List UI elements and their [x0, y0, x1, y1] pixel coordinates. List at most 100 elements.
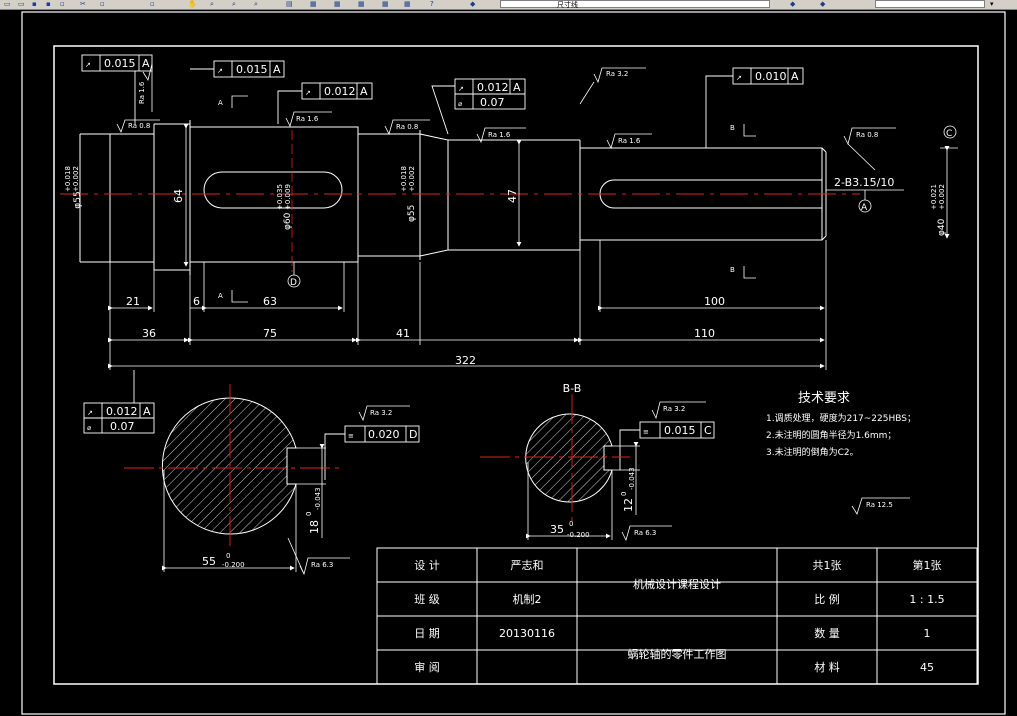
tb-design-label: 设 计: [414, 559, 440, 572]
sec2-width-tol: 0: [569, 520, 573, 528]
svg-text:↗: ↗: [458, 85, 464, 93]
dim-phi60-tol-low: +0.009: [284, 184, 292, 210]
tolerance-symbols: ↗↗↗ ↗⌀↗ ↗⌀ ≡≡: [85, 61, 742, 440]
dim-75: 75: [263, 327, 277, 340]
tb-class-label: 班 级: [414, 593, 440, 606]
tech-line-2: 2.未注明的圆角半径为1.6mm；: [766, 429, 896, 441]
tb-material-value: 45: [920, 661, 934, 674]
sec1-depth-tol: 0: [305, 512, 313, 516]
svg-text:↗: ↗: [217, 67, 223, 75]
datum-a: A: [861, 203, 868, 213]
sec2-width-tol2: -0.200: [567, 531, 590, 539]
section-a-top: A: [218, 99, 223, 107]
preview-icon[interactable]: ▫: [60, 0, 65, 8]
open-icon[interactable]: ▭: [18, 0, 25, 8]
save-icon[interactable]: ▪: [32, 0, 37, 8]
tb-date-label: 日 期: [414, 627, 440, 640]
rough-10: Ra 6.3: [311, 561, 333, 569]
paste-icon[interactable]: ▫: [150, 0, 155, 8]
section-b-bottom: B: [730, 266, 735, 274]
datum-symbols: [287, 125, 958, 288]
dim-47: 47: [506, 189, 519, 203]
markup-icon[interactable]: ▦: [382, 0, 389, 8]
layer-icon[interactable]: ◆: [470, 0, 476, 8]
datum-c: C: [946, 129, 952, 139]
new-icon[interactable]: ▭: [4, 0, 11, 8]
rough-1: Ra 1.6: [138, 81, 146, 104]
svg-text:↗: ↗: [736, 74, 742, 82]
copy-icon[interactable]: ▫: [100, 0, 105, 8]
tol8-value: 0.015: [664, 424, 696, 437]
dim-phi55-left: φ55: [73, 191, 83, 208]
dim-41: 41: [396, 327, 410, 340]
dim-36: 36: [142, 327, 156, 340]
rough-8: Ra 0.8: [856, 131, 878, 139]
svg-text:⌀: ⌀: [87, 424, 91, 432]
tolerance-frames: [81, 54, 804, 480]
layer-name: 尺寸线: [557, 1, 578, 9]
properties-icon[interactable]: ▤: [286, 0, 293, 8]
tb-class-value: 机制2: [513, 592, 542, 606]
color-dropdown[interactable]: [875, 0, 985, 8]
tol1-value: 0.015: [104, 57, 136, 70]
tol8-ref: C: [704, 424, 712, 437]
roughness-symbols: [116, 63, 910, 576]
toolbar: ▭ ▭ ▪ ▪ ▫ ✂ ▫ ▫ ✋ ⌕ ⌕ ⌕ ▤ ▦ ▦ ▦ ▦ ▦ ? ◆ …: [0, 0, 1017, 10]
diameter-dims: [183, 124, 950, 267]
zoom-window-icon[interactable]: ⌕: [232, 0, 236, 8]
tol4b-value: 0.07: [480, 96, 505, 109]
design-center-icon[interactable]: ▦: [310, 0, 317, 8]
dim-phi40-tol-up: +0.021: [930, 184, 938, 210]
dim-phi55-left-tol-up: +0.018: [64, 166, 72, 192]
calculator-icon[interactable]: ▦: [404, 0, 411, 8]
rough-3: Ra 1.6: [296, 115, 319, 123]
rough-4: Ra 0.8: [396, 123, 418, 131]
dim-322: 322: [455, 354, 476, 367]
rough-7: Ra 1.6: [618, 137, 641, 145]
zoom-realtime-icon[interactable]: ⌕: [210, 0, 214, 8]
pan-icon[interactable]: ✋: [188, 0, 197, 8]
tb-scale-value: 1 : 1.5: [909, 593, 944, 606]
svg-text:≡: ≡: [643, 428, 649, 436]
tb-qty-label: 数 量: [814, 627, 840, 640]
print-icon[interactable]: ▪: [46, 0, 51, 8]
tol1-ref: A: [142, 57, 150, 70]
tb-designer: 严志和: [511, 559, 544, 572]
tol7-value: 0.020: [368, 428, 400, 441]
layer-dropdown[interactable]: 尺寸线: [500, 0, 770, 9]
tool-palettes-icon[interactable]: ▦: [334, 0, 341, 8]
rough-13: Ra 12.5: [866, 501, 893, 509]
dim-6: 6: [193, 295, 200, 308]
svg-text:↗: ↗: [85, 61, 91, 69]
sec1-width-tol2: -0.200: [222, 561, 245, 569]
help-icon[interactable]: ?: [430, 0, 434, 8]
paper-border: [21, 11, 1006, 715]
layer-state-icon[interactable]: ◆: [790, 0, 796, 8]
drawing-canvas[interactable]: 64 47 φ55 +0.018 +0.002 φ60 +0.035 +0.00…: [0, 10, 1017, 716]
zoom-previous-icon[interactable]: ⌕: [254, 0, 258, 8]
linetype-icon[interactable]: ▾: [990, 0, 994, 8]
sec1-depth: 18: [308, 520, 321, 534]
sheet-set-icon[interactable]: ▦: [358, 0, 365, 8]
tb-sheet-no: 第1张: [913, 558, 942, 572]
tb-material-label: 材 料: [814, 660, 840, 674]
dim-phi55-right-tol-low: +0.002: [408, 166, 416, 192]
rough-11: Ra 3.2: [663, 405, 685, 413]
sec1-width-tol: 0: [226, 552, 230, 560]
cut-icon[interactable]: ✂: [80, 0, 86, 8]
section-a-view: [124, 384, 342, 572]
tb-part-name: 蜗轮轴的零件工作图: [628, 647, 727, 661]
sec2-depth-tol: 0: [620, 492, 628, 496]
dim-phi40: φ40: [937, 218, 947, 236]
rough-6: Ra 3.2: [606, 70, 628, 78]
dim-phi60: φ60: [283, 212, 293, 230]
tol7-ref: D: [409, 428, 417, 441]
svg-text:↗: ↗: [87, 409, 93, 417]
section-marks: [231, 95, 756, 303]
color-icon[interactable]: ◆: [820, 0, 826, 8]
dim-phi60-tol-up: +0.035: [276, 184, 284, 210]
dim-100: 100: [704, 295, 725, 308]
dim-phi55-right-tol-up: +0.018: [400, 166, 408, 192]
tol2-ref: A: [273, 63, 281, 76]
dim-phi40-tol-low: +0.002: [938, 184, 946, 210]
